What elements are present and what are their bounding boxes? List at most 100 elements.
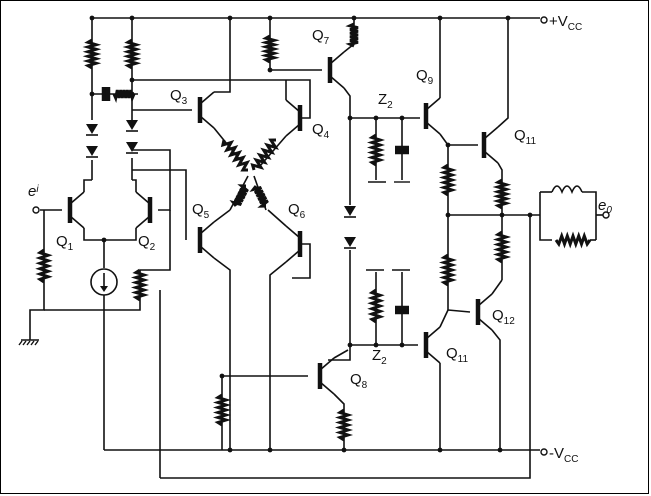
wire	[140, 210, 171, 271]
ground-hatch	[34, 340, 39, 346]
wire	[539, 192, 552, 241]
q11-lower-collector	[425, 326, 441, 340]
q7-label: Q7	[312, 27, 330, 47]
resistor	[438, 253, 458, 287]
q4-emitter	[285, 123, 301, 137]
resistor	[367, 288, 385, 324]
z2-top-label: Z2	[378, 91, 393, 111]
current-source-arrow-head	[100, 286, 108, 292]
resistor	[220, 139, 251, 172]
q3-emitter	[199, 115, 215, 129]
q5-collector	[199, 221, 215, 235]
wire	[582, 191, 597, 240]
q11-upper-label: Q11	[514, 127, 536, 147]
junction-dot	[347, 342, 353, 348]
junction-dot	[89, 91, 95, 97]
resistor	[112, 89, 136, 104]
resistor	[492, 178, 512, 210]
q9-label: Q9	[416, 67, 434, 87]
junction-dot	[373, 342, 379, 348]
diode	[86, 124, 98, 134]
junction-dot	[527, 212, 533, 218]
wire	[328, 345, 351, 361]
junction-dot	[129, 91, 135, 97]
junction-dot	[267, 15, 273, 21]
junction-dot	[445, 142, 451, 148]
q11-lower-emitter	[425, 350, 441, 364]
wire	[267, 209, 287, 227]
q6-emitter	[285, 249, 301, 263]
wire	[213, 257, 231, 450]
diode	[126, 120, 138, 130]
junction-dot	[129, 15, 135, 21]
q2-label: Q2	[138, 233, 156, 253]
junction-dot	[399, 115, 405, 121]
q3-collector	[199, 91, 215, 105]
input-terminal	[32, 206, 40, 214]
diode	[344, 237, 356, 247]
wire	[333, 349, 349, 359]
output-label: e0	[598, 197, 612, 216]
junction-dot	[227, 15, 233, 21]
wire	[300, 79, 311, 119]
resistor	[122, 38, 142, 70]
q1-collector	[69, 191, 85, 205]
resistor	[334, 408, 354, 442]
junction-dot	[497, 447, 503, 453]
q7-collector	[329, 51, 345, 65]
q6-label: Q6	[288, 201, 306, 221]
wire	[132, 169, 187, 240]
resistor	[212, 393, 232, 427]
wire	[132, 179, 137, 192]
resistor	[438, 163, 458, 197]
wire	[269, 261, 287, 450]
junction-dot	[89, 15, 95, 21]
resistor	[35, 248, 53, 284]
resistor	[249, 185, 269, 208]
resistor	[492, 230, 512, 264]
wire	[104, 228, 137, 241]
wire	[213, 209, 231, 223]
wire	[439, 309, 449, 328]
resistor	[345, 22, 359, 48]
wire	[214, 18, 231, 93]
junction-dot	[351, 15, 357, 21]
junction-dot	[399, 342, 405, 348]
vcc-pos-terminal	[540, 16, 548, 24]
wire	[132, 149, 171, 211]
q11-upper-collector	[483, 126, 499, 140]
current-source	[90, 268, 118, 296]
q4-collector	[285, 99, 301, 113]
components	[18, 15, 592, 453]
junction-dot	[347, 115, 353, 121]
junction-dot	[445, 212, 451, 218]
resistor	[250, 138, 279, 171]
ground-hatch	[22, 340, 27, 346]
q8-emitter	[319, 381, 335, 395]
resistor	[82, 38, 102, 70]
q3-label: Q3	[170, 87, 188, 107]
ground-hatch	[26, 340, 31, 346]
z2-bottom-label: Z2	[372, 347, 387, 367]
wire	[491, 279, 503, 295]
resistor	[229, 184, 249, 207]
q5-emitter	[199, 245, 215, 259]
diode	[344, 206, 356, 216]
q4-label: Q4	[312, 121, 330, 141]
resistor	[260, 34, 280, 64]
q12-label: Q12	[492, 307, 515, 327]
q12-emitter	[477, 317, 493, 331]
wire	[497, 18, 509, 128]
junction-dot	[437, 447, 443, 453]
junction-dot	[129, 77, 135, 83]
vcc-pos-label: +VCC	[549, 13, 582, 33]
diode	[86, 146, 98, 156]
vcc-neg-terminal	[540, 448, 548, 456]
junction-dot	[219, 373, 225, 379]
junction-dot	[437, 15, 443, 21]
resistor	[366, 133, 386, 167]
wire	[491, 329, 501, 450]
q6-collector	[285, 225, 301, 239]
